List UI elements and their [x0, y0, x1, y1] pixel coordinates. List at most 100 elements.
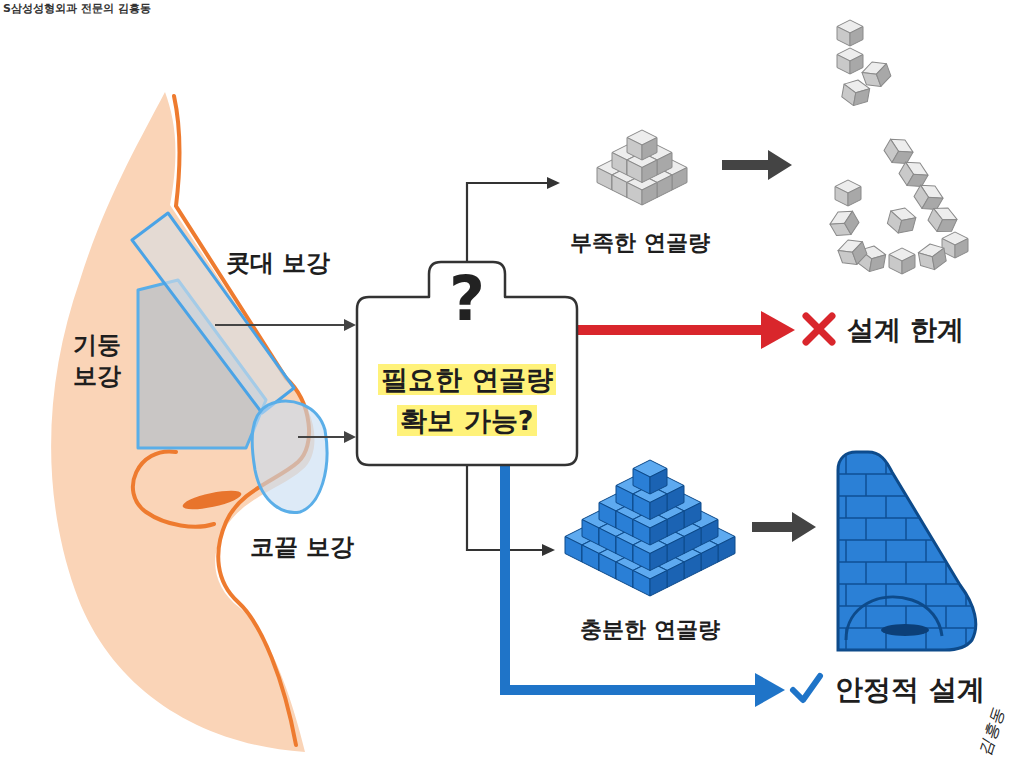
tile-line	[925, 452, 927, 474]
tile-line	[865, 474, 867, 496]
tile-line	[830, 539, 990, 541]
cube-face	[616, 486, 633, 512]
cube-face	[718, 537, 735, 563]
cube-face	[684, 503, 701, 529]
check-icon	[793, 676, 820, 700]
tile-line	[985, 562, 987, 584]
cube-face	[650, 545, 667, 571]
tile-line	[965, 584, 967, 606]
cube-face	[597, 168, 612, 191]
tile-line	[830, 561, 990, 563]
nose-nostril	[881, 624, 929, 636]
leader-arrow-line	[215, 324, 346, 326]
tile-line	[845, 584, 847, 606]
cube-face	[642, 138, 657, 161]
cube-face	[627, 160, 642, 183]
cube-face	[931, 248, 947, 269]
question-text-block: 필요한 연골량 확보 가능?	[367, 360, 567, 441]
cube-face	[650, 571, 667, 597]
stable-nose-figure	[838, 452, 976, 650]
cube-face	[633, 494, 650, 520]
tile-line	[845, 540, 847, 562]
tile-line	[905, 650, 907, 672]
highlighted-question: 필요한 연골량 확보 가능?	[378, 364, 555, 436]
cube	[889, 248, 915, 274]
cube-face	[667, 562, 684, 588]
leader-arrow-line	[298, 436, 346, 438]
tile-line	[830, 495, 990, 497]
cube-face	[874, 64, 893, 87]
tile-line	[925, 496, 927, 518]
cube-face	[627, 183, 642, 206]
cube-face	[565, 537, 582, 563]
cube-face	[627, 138, 642, 161]
cube-face	[667, 537, 684, 563]
cube-face	[898, 214, 916, 236]
connector-arrow	[505, 465, 755, 690]
result-item: 설계 한계	[795, 305, 976, 355]
cube-face	[633, 571, 650, 597]
cube	[917, 242, 947, 272]
cube-face	[650, 494, 667, 520]
cube-face	[835, 187, 848, 207]
tile-line	[945, 606, 947, 628]
cube	[827, 206, 863, 242]
cross-stroke	[806, 316, 832, 342]
tile-line	[865, 562, 867, 584]
cube-face	[850, 242, 869, 265]
cube	[633, 460, 667, 494]
result-arrow	[752, 512, 816, 542]
tile-line	[830, 451, 990, 453]
cube-face	[633, 545, 650, 571]
tile-line	[865, 650, 867, 672]
cube-face	[599, 503, 616, 529]
part-label: 기둥 보강	[66, 330, 128, 392]
cube	[837, 48, 863, 74]
cube-face	[837, 55, 850, 75]
tile-line	[885, 540, 887, 562]
cube	[841, 78, 871, 108]
connector-arrow	[577, 325, 761, 335]
cube-face	[582, 545, 599, 571]
amount-caption: 부족한 연골량	[570, 229, 710, 258]
cube-face	[633, 469, 650, 495]
cube-face	[633, 520, 650, 546]
cube	[942, 232, 968, 258]
tile-line	[985, 650, 987, 672]
cube	[886, 205, 918, 237]
cube-face	[667, 511, 684, 537]
cube-face	[650, 469, 667, 495]
result-text: 설계 한계	[847, 314, 964, 346]
cube-face	[616, 562, 633, 588]
tile-line	[905, 518, 907, 540]
tile-line	[885, 584, 887, 606]
tile-line	[945, 562, 947, 584]
tile-line	[845, 496, 847, 518]
cube	[627, 130, 657, 160]
tile-line	[885, 496, 887, 518]
cross-icon	[806, 316, 832, 342]
tile-line	[985, 474, 987, 496]
leader-arrow-head	[344, 319, 356, 331]
cube-face	[612, 153, 627, 176]
cube	[835, 180, 861, 206]
cube-face	[672, 168, 687, 191]
cube-face	[599, 554, 616, 580]
tile-line	[945, 518, 947, 540]
tile-line	[985, 518, 987, 540]
cube	[836, 236, 869, 269]
question-mark: ?	[357, 268, 577, 330]
cube-face	[657, 153, 672, 176]
cube-face	[889, 255, 902, 275]
cartilage-amount-item: 충분한 연골량	[555, 455, 745, 645]
tile-line	[885, 452, 887, 474]
tip-graft	[252, 401, 327, 512]
cube-face	[902, 255, 915, 275]
cube-face	[701, 520, 718, 546]
cube-face	[837, 27, 850, 47]
cube-face	[869, 252, 885, 273]
cartilage-amount-item: 부족한 연골량	[560, 118, 720, 258]
